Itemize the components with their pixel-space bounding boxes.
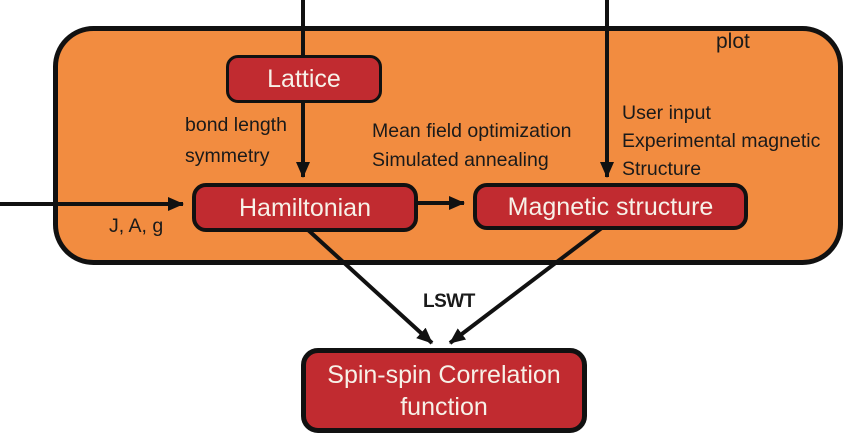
- node-hamiltonian: Hamiltonian: [192, 183, 418, 232]
- label-experimental-magnetic: Experimental magnetic: [622, 130, 821, 152]
- label-symmetry: symmetry: [185, 145, 270, 167]
- plot-region-label: plot: [716, 30, 750, 53]
- label-mean-field-annealing: Mean field optimization Simulated anneal…: [372, 117, 571, 175]
- label-structure: Structure: [622, 158, 702, 180]
- label-j-a-g: J, A, g: [109, 215, 164, 237]
- node-magnetic-structure-label: Magnetic structure: [507, 192, 714, 221]
- node-spin-spin-label-line2: function: [400, 392, 488, 421]
- node-hamiltonian-label: Hamiltonian: [238, 193, 371, 222]
- edge-hamiltonian-to-spin-spin: [305, 227, 434, 345]
- label-user-input: User input: [622, 102, 711, 124]
- edge-magnetic-structure-to-spin-spin: [448, 225, 605, 345]
- node-magnetic-structure: Magnetic structure: [473, 183, 748, 230]
- label-bond-length-symmetry: bond length symmetry: [185, 110, 287, 172]
- node-spin-spin-label-line1: Spin-spin Correlation: [327, 360, 561, 389]
- node-lattice: Lattice: [226, 55, 382, 103]
- label-lswt: LSWT: [423, 291, 475, 312]
- node-lattice-label: Lattice: [267, 65, 341, 93]
- node-spin-spin-correlation: Spin-spin Correlation function: [301, 348, 587, 433]
- label-mean-field-optimization: Mean field optimization: [372, 120, 572, 142]
- label-user-input-block: User input Experimental magnetic Structu…: [622, 99, 820, 183]
- label-bond-length: bond length: [185, 114, 287, 136]
- label-simulated-annealing: Simulated annealing: [372, 149, 549, 171]
